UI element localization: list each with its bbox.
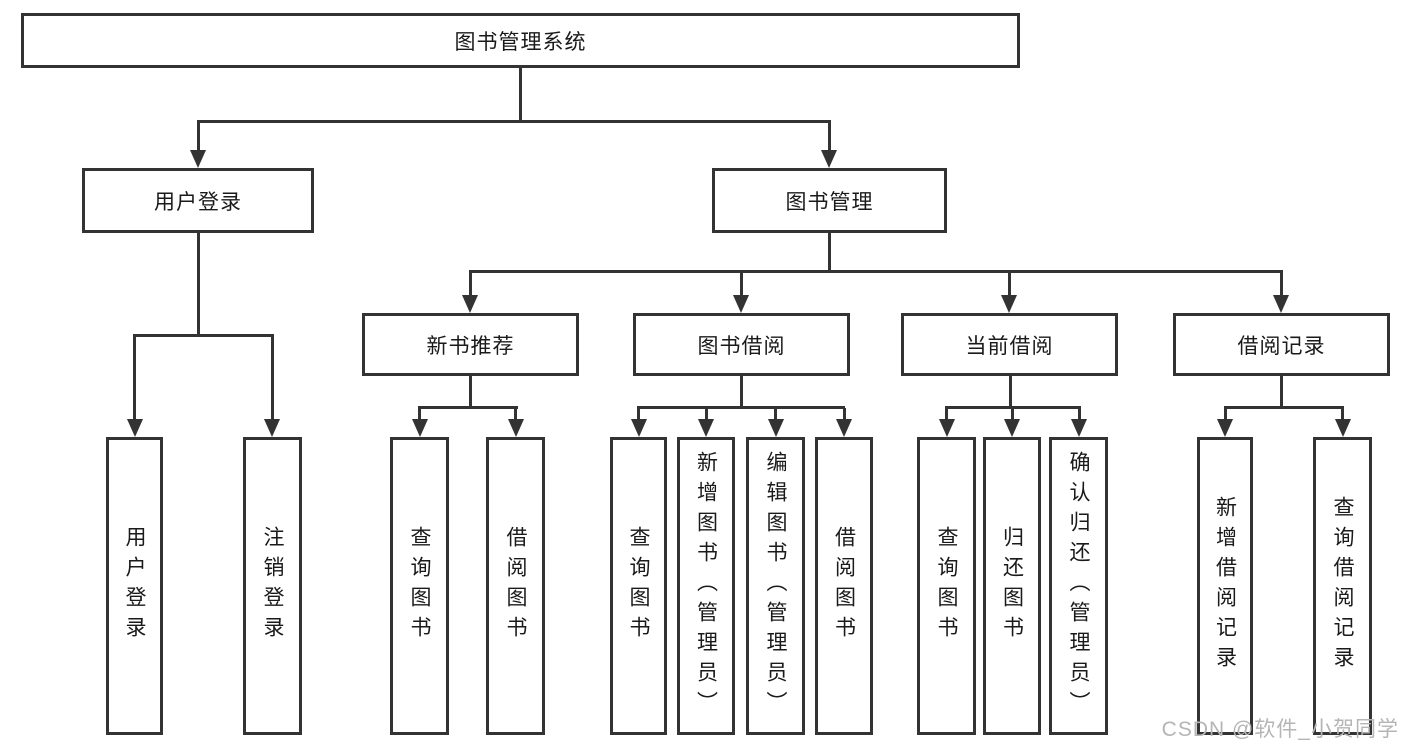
- node-label: 图书管理系统: [454, 30, 587, 54]
- connector-drop: [637, 408, 640, 419]
- arrow-down-icon: [1217, 419, 1233, 437]
- leaf-edit-books-admin: 编辑图书（管理员）: [746, 437, 805, 735]
- node-label: 注销登录: [261, 526, 284, 646]
- connector-book-mgmt-hline: [469, 270, 1283, 273]
- connector-drop-book-mgmt: [828, 122, 831, 150]
- leaf-add-borrow-record: 新增借阅记录: [1197, 437, 1253, 735]
- node-label: 当前借阅: [965, 334, 1054, 358]
- node-label: 借阅记录: [1237, 334, 1326, 358]
- arrow-down-icon: [462, 295, 478, 313]
- arrow-down-icon: [264, 419, 280, 437]
- connector-drop: [271, 336, 274, 419]
- connector-drop: [418, 408, 421, 419]
- connector-user-login-stem: [197, 233, 200, 336]
- node-label: 图书借阅: [697, 334, 786, 358]
- node-label: 用户登录: [154, 190, 242, 214]
- connector-current-borrow-stem: [1009, 376, 1012, 408]
- arrow-down-icon: [1071, 419, 1087, 437]
- node-label: 借阅图书: [832, 526, 856, 646]
- leaf-query-books: 查询图书: [390, 437, 449, 735]
- arrow-down-icon: [190, 150, 206, 168]
- connector-book-mgmt-stem: [828, 233, 831, 273]
- connector-drop: [1078, 408, 1081, 419]
- connector-current-borrow-hline: [945, 406, 1081, 409]
- leaf-user-login: 用户登录: [106, 437, 163, 735]
- connector-new-book-hline: [418, 406, 518, 409]
- arrow-down-icon: [1335, 419, 1351, 437]
- node-label: 借阅图书: [504, 526, 527, 646]
- arrow-down-icon: [1273, 295, 1289, 313]
- leaf-confirm-return-admin: 确认归还（管理员）: [1049, 437, 1108, 735]
- connector-drop: [774, 408, 777, 419]
- node-label: 新书推荐: [426, 334, 515, 358]
- arrow-down-icon: [821, 150, 837, 168]
- csdn-watermark: CSDN @软件_小贺同学: [1161, 718, 1399, 741]
- connector-drop: [705, 408, 708, 419]
- node-label: 查询借阅记录: [1331, 496, 1354, 676]
- node-label: 查询图书: [935, 526, 958, 646]
- node-book-borrowing: 图书借阅: [633, 313, 850, 376]
- connector-book-borrow-stem: [740, 376, 743, 408]
- arrow-down-icon: [1004, 419, 1020, 437]
- connector-root-stem: [519, 68, 522, 122]
- connector-drop: [1008, 272, 1011, 295]
- node-label: 查询图书: [627, 526, 650, 646]
- connector-drop: [1341, 408, 1344, 419]
- node-label: 新增图书（管理员）: [694, 451, 718, 721]
- connector-borrow-records-hline: [1224, 406, 1344, 409]
- connector-drop: [1011, 408, 1014, 419]
- leaf-query-borrow-record: 查询借阅记录: [1313, 437, 1372, 735]
- leaf-query-books: 查询图书: [917, 437, 976, 735]
- connector-drop: [514, 408, 517, 419]
- node-user-login: 用户登录: [82, 168, 314, 233]
- leaf-logout: 注销登录: [243, 437, 302, 735]
- node-label: 新增借阅记录: [1213, 496, 1237, 676]
- node-new-book-recommend: 新书推荐: [362, 313, 579, 376]
- connector-drop: [740, 272, 743, 295]
- connector-drop: [1280, 272, 1283, 295]
- connector-drop-user-login: [197, 122, 200, 150]
- node-label: 确认归还（管理员）: [1067, 451, 1090, 721]
- arrow-down-icon: [127, 419, 143, 437]
- arrow-down-icon: [412, 419, 428, 437]
- connector-root-hline: [197, 120, 831, 123]
- connector-drop: [1224, 408, 1227, 419]
- node-label: 图书管理: [785, 190, 874, 214]
- arrow-down-icon: [698, 419, 714, 437]
- node-label: 编辑图书（管理员）: [764, 451, 787, 721]
- arrow-down-icon: [836, 419, 852, 437]
- connector-book-borrow-hline: [637, 406, 845, 409]
- leaf-query-books: 查询图书: [610, 437, 667, 735]
- node-label: 归还图书: [1000, 526, 1024, 646]
- node-root-library-system: 图书管理系统: [21, 13, 1020, 68]
- arrow-down-icon: [939, 419, 955, 437]
- leaf-borrow-books: 借阅图书: [815, 437, 873, 735]
- connector-borrow-records-stem: [1280, 376, 1283, 408]
- node-label: 查询图书: [408, 526, 431, 646]
- connector-drop: [945, 408, 948, 419]
- arrow-down-icon: [768, 419, 784, 437]
- connector-drop: [469, 272, 472, 295]
- node-book-management: 图书管理: [712, 168, 947, 233]
- node-label: 用户登录: [123, 526, 146, 646]
- leaf-add-books-admin: 新增图书（管理员）: [677, 437, 735, 735]
- leaf-borrow-books: 借阅图书: [486, 437, 545, 735]
- connector-new-book-stem: [469, 376, 472, 408]
- arrow-down-icon: [1001, 295, 1017, 313]
- node-borrow-records: 借阅记录: [1173, 313, 1390, 376]
- arrow-down-icon: [733, 295, 749, 313]
- connector-drop: [133, 336, 136, 419]
- connector-drop: [843, 408, 846, 419]
- leaf-return-books: 归还图书: [983, 437, 1041, 735]
- node-current-borrowing: 当前借阅: [901, 313, 1118, 376]
- arrow-down-icon: [631, 419, 647, 437]
- arrow-down-icon: [508, 419, 524, 437]
- connector-user-login-hline: [133, 334, 274, 337]
